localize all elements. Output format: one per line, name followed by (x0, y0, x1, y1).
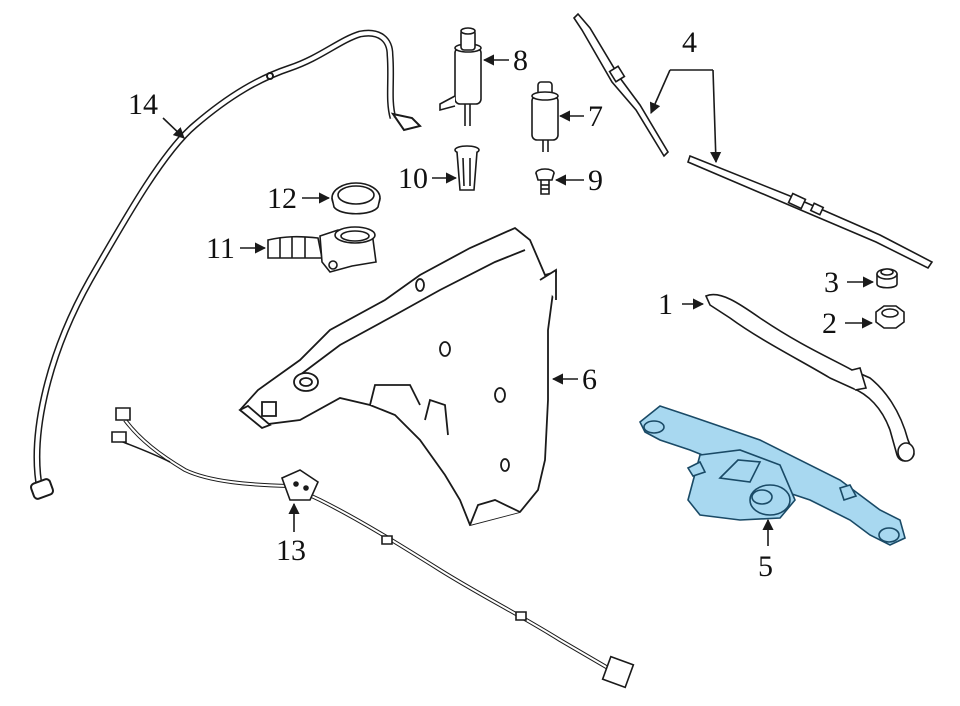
washer-pump-part-8[interactable] (440, 28, 481, 126)
callout-11: 11 (206, 232, 267, 265)
cap-part-12[interactable] (332, 183, 380, 214)
callout-label-4: 4 (682, 26, 697, 59)
callout-5: 5 (758, 518, 774, 583)
callout-label-3: 3 (824, 266, 839, 299)
callout-9: 9 (554, 164, 603, 197)
washer-hose-part-14[interactable] (30, 33, 420, 500)
washer-pump-part-7[interactable] (532, 82, 558, 152)
callout-4: 4 (649, 26, 722, 164)
callout-label-12: 12 (267, 182, 297, 215)
callout-6: 6 (551, 363, 597, 396)
callout-label-8: 8 (513, 44, 528, 77)
filler-neck-part-11[interactable] (268, 227, 376, 272)
callout-label-13: 13 (276, 534, 306, 567)
callout-label-14: 14 (128, 88, 158, 121)
callout-label-2: 2 (822, 307, 837, 340)
callout-label-5: 5 (758, 550, 773, 583)
wiring-harness-part-13[interactable] (112, 408, 633, 687)
callout-label-10: 10 (398, 162, 428, 195)
callout-3: 3 (824, 266, 875, 299)
wiper-blades-part-4[interactable] (574, 14, 932, 268)
callout-label-6: 6 (582, 363, 597, 396)
cap-part-3[interactable] (877, 269, 897, 288)
callout-label-9: 9 (588, 164, 603, 197)
callout-14: 14 (128, 88, 185, 139)
callout-1: 1 (658, 288, 705, 321)
nut-part-2[interactable] (876, 306, 904, 328)
callout-7: 7 (558, 100, 603, 133)
callout-8: 8 (482, 44, 528, 77)
callout-2: 2 (822, 307, 874, 340)
wiper-arm-part-1[interactable] (706, 295, 914, 461)
callout-10: 10 (398, 162, 458, 195)
wiper-motor-linkage-part-5[interactable] (640, 406, 905, 545)
bolt-part-9[interactable] (536, 169, 554, 194)
callout-label-11: 11 (206, 232, 235, 265)
grommet-part-10[interactable] (455, 146, 479, 190)
callout-label-7: 7 (588, 100, 603, 133)
callout-label-1: 1 (658, 288, 673, 321)
reservoir-tank-part-6[interactable] (240, 228, 556, 525)
callout-12: 12 (267, 182, 331, 215)
callout-13: 13 (276, 502, 306, 567)
